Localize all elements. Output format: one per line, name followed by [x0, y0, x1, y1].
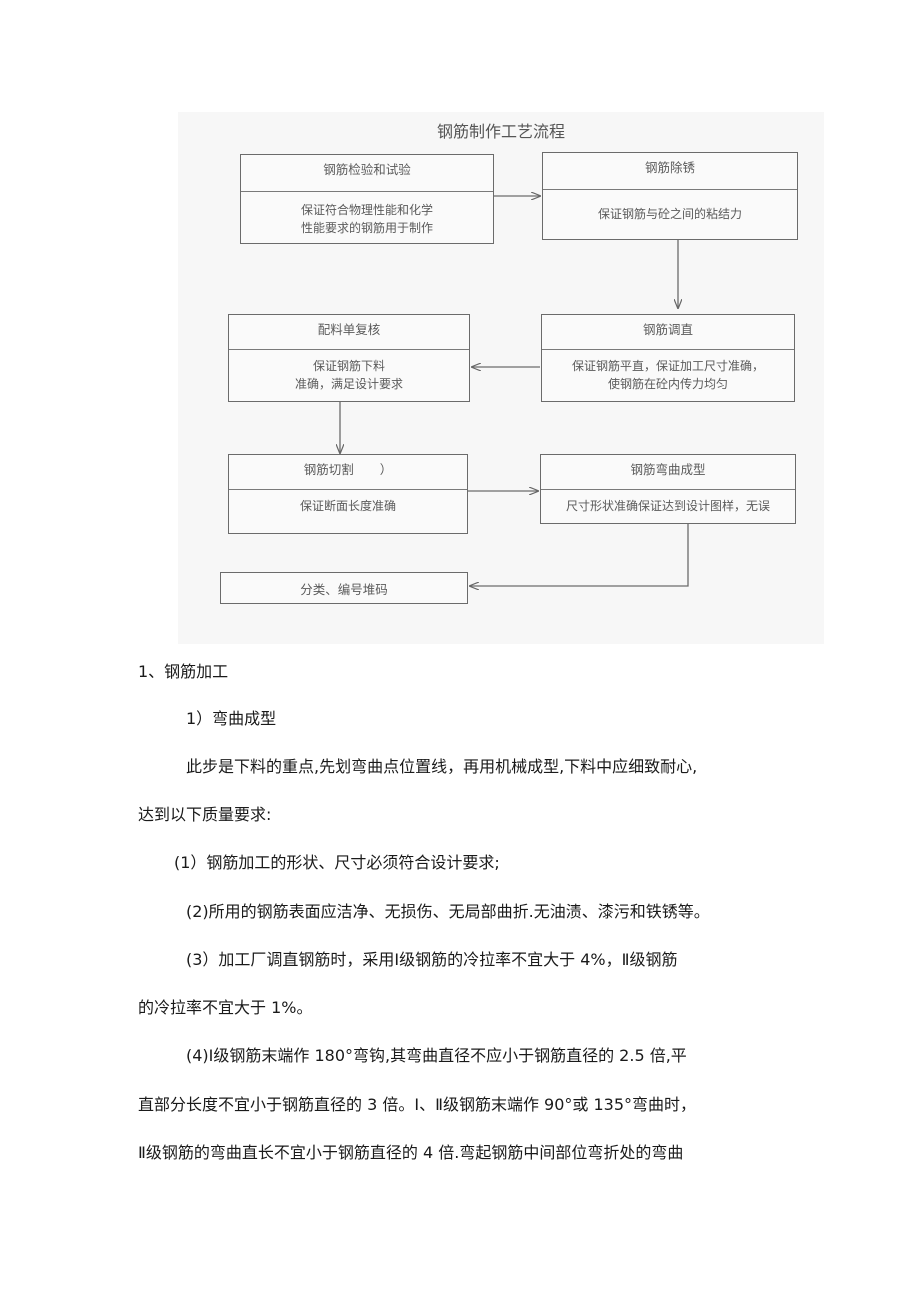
paragraph-1-line-2: 达到以下质量要求: [138, 805, 272, 824]
arrow-bend-to-stack [470, 524, 689, 586]
step-bend-box: 钢筋弯曲成型 尺寸形状准确保证达到设计图样，无误 [540, 454, 796, 524]
step-derust-title: 钢筋除锈 [644, 160, 695, 175]
flowchart-title: 钢筋制作工艺流程 [436, 122, 565, 141]
step-cut-title-text: 钢筋切割 [303, 462, 354, 477]
step-cut-box: 钢筋切割 ） 保证断面长度准确 [228, 454, 468, 534]
step-straighten-box: 钢筋调直 保证钢筋平直，保证加工尺寸准确， 使钢筋在砼内传力均匀 [541, 314, 795, 402]
step-derust-box: 钢筋除锈 保证钢筋与砼之间的粘结力 [542, 152, 798, 240]
step-straighten-title: 钢筋调直 [642, 322, 693, 337]
item-4-line-1: (4)Ⅰ级钢筋末端作 180°弯钩,其弯曲直径不应小于钢筋直径的 2.5 倍,平 [186, 1046, 687, 1065]
step-cut-mark: ） [379, 462, 393, 477]
step-cut-desc: 保证断面长度准确 [299, 499, 396, 513]
item-4-line-2: 直部分长度不宜小于钢筋直径的 3 倍。Ⅰ、Ⅱ级钢筋末端作 90°或 135°弯曲… [138, 1095, 697, 1114]
item-4-line-3: Ⅱ级钢筋的弯曲直长不宜小于钢筋直径的 4 倍.弯起钢筋中间部位弯折处的弯曲 [138, 1143, 684, 1162]
step-bend-desc: 尺寸形状准确保证达到设计图样，无误 [565, 499, 770, 513]
section-heading: 1、钢筋加工 [138, 662, 229, 681]
sub-heading: 1）弯曲成型 [186, 709, 277, 728]
item-2: (2)所用的钢筋表面应洁净、无损伤、无局部曲折.无油渍、漆污和铁锈等。 [186, 902, 710, 921]
step-straighten-desc: 保证钢筋平直，保证加工尺寸准确， 使钢筋在砼内传力均匀 [571, 359, 764, 391]
process-flowchart: 钢筋制作工艺流程 钢筋检验和试验 保证符合物理性能和化学 性能要求的钢筋用于制作… [178, 112, 824, 644]
step-stack-label: 分类、编号堆码 [300, 581, 388, 597]
step-cut-title: 钢筋切割 ） [229, 455, 467, 479]
step-inspect-desc: 保证符合物理性能和化学 性能要求的钢筋用于制作 [300, 203, 433, 235]
step-inspect-box: 钢筋检验和试验 保证符合物理性能和化学 性能要求的钢筋用于制作 [240, 154, 494, 244]
item-3-line-2: 的冷拉率不宜大于 1%。 [138, 998, 313, 1017]
step-recheck-title: 配料单复核 [317, 322, 381, 337]
step-stack-box: 分类、编号堆码 [220, 572, 468, 604]
step-recheck-desc: 保证钢筋下料 准确，满足设计要求 [294, 359, 403, 391]
step-inspect-title: 钢筋检验和试验 [323, 162, 411, 177]
step-bend-title: 钢筋弯曲成型 [630, 462, 706, 477]
item-3-line-1: (3）加工厂调直钢筋时，采用Ⅰ级钢筋的冷拉率不宜大于 4%，Ⅱ级钢筋 [186, 950, 678, 969]
step-derust-desc: 保证钢筋与砼之间的粘结力 [597, 207, 742, 221]
paragraph-1-line-1: 此步是下料的重点,先划弯曲点位置线，再用机械成型,下料中应细致耐心, [186, 757, 698, 776]
flow-arrows [178, 112, 689, 644]
item-1: (1）钢筋加工的形状、尺寸必须符合设计要求; [174, 853, 500, 872]
step-recheck-box: 配料单复核 保证钢筋下料 准确，满足设计要求 [228, 314, 470, 402]
